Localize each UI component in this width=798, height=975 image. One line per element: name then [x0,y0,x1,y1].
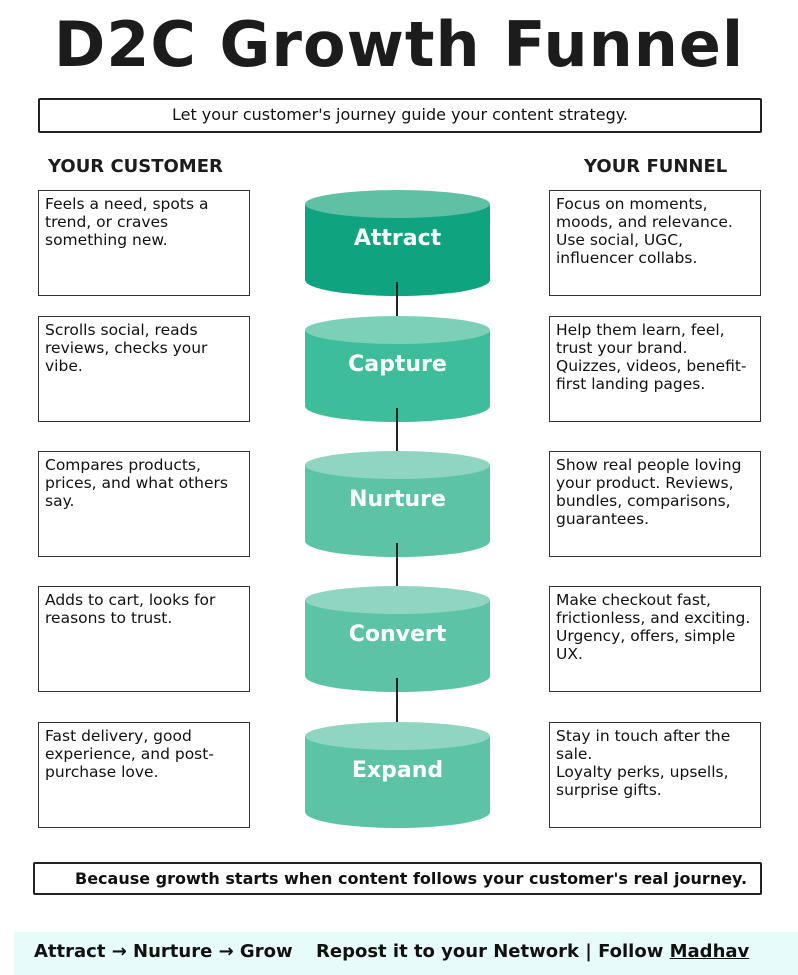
customer-text: Compares products, prices, and what othe… [45,456,228,510]
bottom-note-banner: Because growth starts when content follo… [33,862,762,895]
stage-label: Capture [348,352,447,377]
page-title: D2C Growth Funnel [53,8,745,81]
stage-label: Convert [348,622,447,647]
customer-box-expand: Fast delivery, good experience, and post… [38,722,250,828]
customer-text: Adds to cart, looks for reasons to trust… [45,591,216,627]
footer-repost: Repost it to your Network | Follow Madha… [316,932,798,975]
cylinder-capture: Capture [300,314,495,426]
funnel-box-nurture: Show real people loving your product. Re… [549,451,761,557]
left-heading: YOUR CUSTOMER [48,156,223,177]
funnel-text: Stay in touch after the sale. Loyalty pe… [556,727,731,799]
author-link[interactable]: Madhav Mistry [669,941,750,962]
cylinder-shape [305,451,490,557]
funnel-text: Make checkout fast, frictionless, and ex… [556,591,751,663]
stage-label: Attract [353,226,442,251]
customer-box-capture: Scrolls social, reads reviews, checks yo… [38,316,250,422]
stage-label: Expand [351,758,444,783]
footer: Attract → Nurture → Grow Repost it to yo… [14,932,798,975]
funnel-text: Help them learn, feel, trust your brand.… [556,321,747,393]
stage-label: Nurture [349,487,446,512]
cylinder-shape [305,722,490,828]
bottom-note: Because growth starts when content follo… [75,869,748,888]
cylinder-shape [305,316,490,422]
cylinder-convert: Convert [300,584,495,696]
cylinder-shape [305,190,490,296]
cylinder-nurture: Nurture [300,449,495,561]
customer-box-nurture: Compares products, prices, and what othe… [38,451,250,557]
subtitle: Let your customer's journey guide your c… [171,105,629,124]
cylinder-attract: Attract [300,188,495,300]
repost-text: Repost it to your Network | Follow [316,941,664,962]
funnel-text: Focus on moments, moods, and relevance. … [556,195,733,267]
customer-text: Fast delivery, good experience, and post… [45,727,214,781]
customer-box-attract: Feels a need, spots a trend, or craves s… [38,190,250,296]
cylinder-expand: Expand [300,720,495,832]
funnel-box-capture: Help them learn, feel, trust your brand.… [549,316,761,422]
customer-box-convert: Adds to cart, looks for reasons to trust… [38,586,250,692]
right-heading: YOUR FUNNEL [584,156,728,177]
funnel-box-convert: Make checkout fast, frictionless, and ex… [549,586,761,692]
footer-tagline: Attract → Nurture → Grow [34,941,293,962]
cylinder-shape [305,586,490,692]
funnel-box-expand: Stay in touch after the sale. Loyalty pe… [549,722,761,828]
funnel-box-attract: Focus on moments, moods, and relevance. … [549,190,761,296]
subtitle-banner: Let your customer's journey guide your c… [38,98,762,133]
customer-text: Feels a need, spots a trend, or craves s… [45,195,209,249]
funnel-text: Show real people loving your product. Re… [556,456,742,528]
customer-text: Scrolls social, reads reviews, checks yo… [45,321,208,375]
